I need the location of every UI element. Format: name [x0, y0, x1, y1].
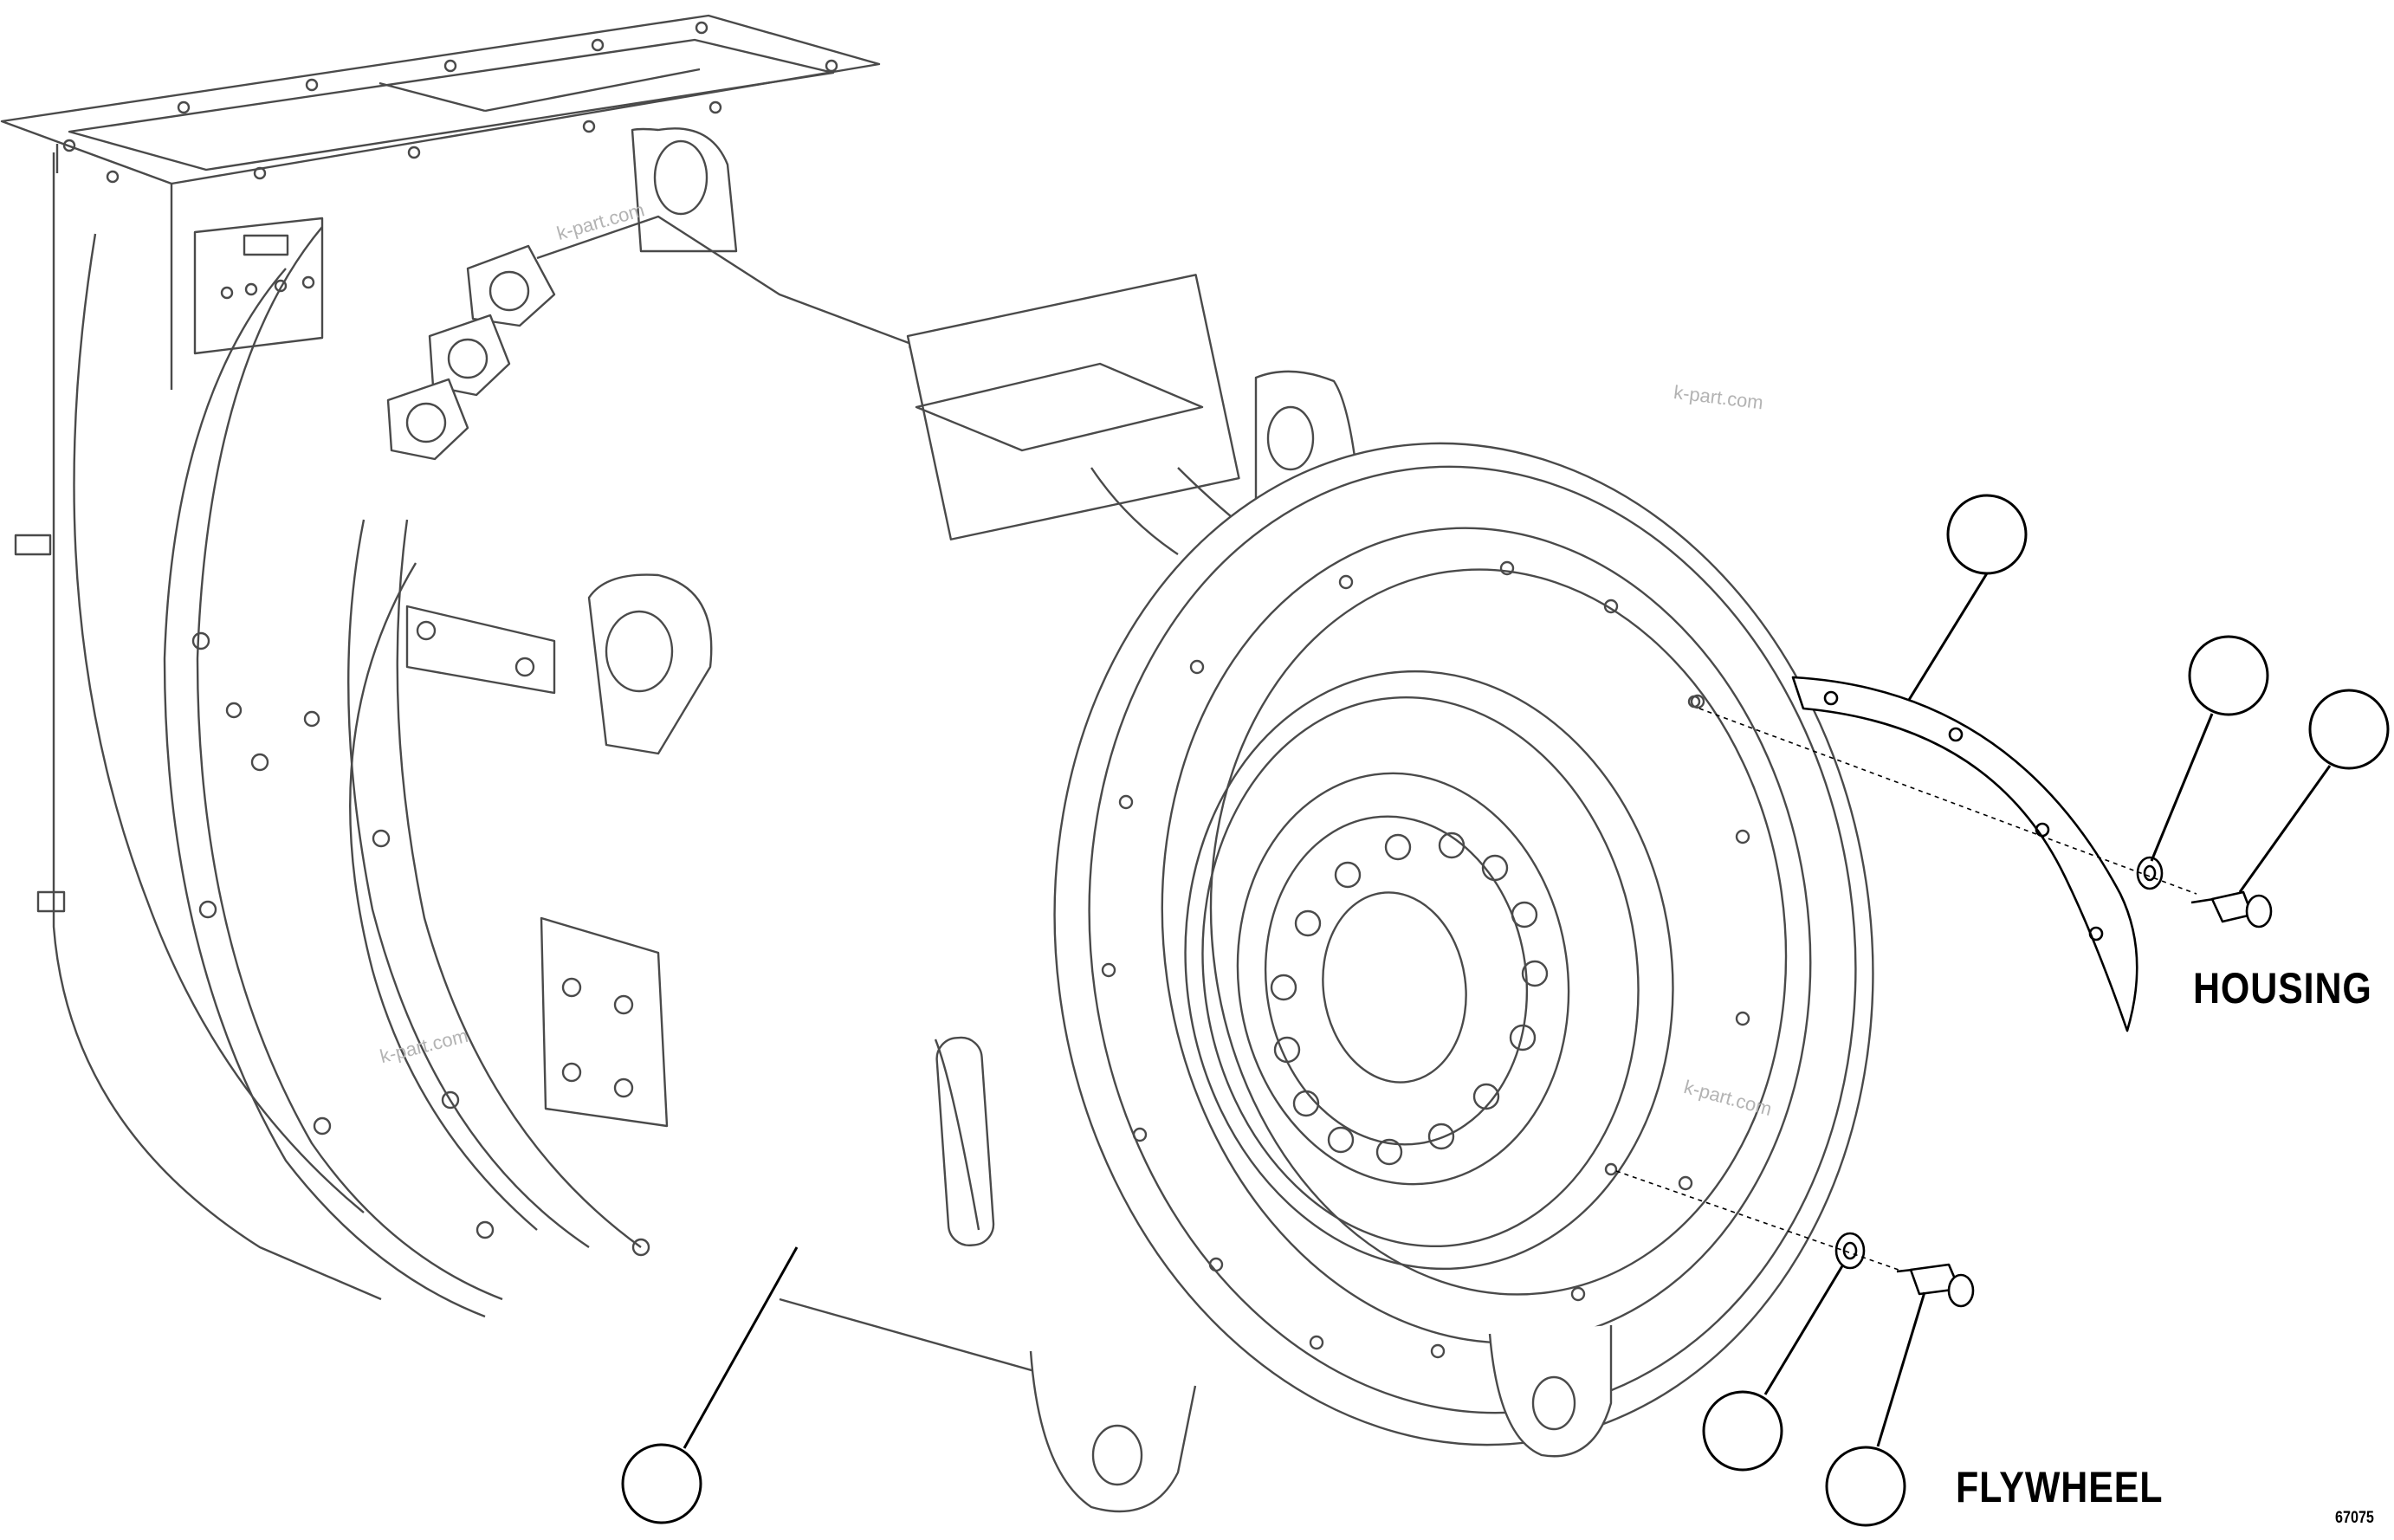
- callout-flywheel-washer[interactable]: [1702, 1264, 1845, 1472]
- callout-generator[interactable]: [621, 1246, 799, 1524]
- callout-flywheel-bolt[interactable]: [1825, 1291, 1926, 1527]
- flywheel-washer: [1834, 1232, 1866, 1270]
- lifting-eye-top: [631, 127, 738, 253]
- main-stator-body: [225, 215, 1257, 1396]
- rear-frame-ring: [163, 226, 650, 1318]
- flywheel-alignment-line: [1615, 1170, 1899, 1271]
- rear-fan-housing: [14, 152, 382, 1301]
- housing-washer: [2136, 856, 2164, 890]
- callout-balloons: [621, 494, 2390, 1527]
- top-adapter-flange: [0, 14, 881, 185]
- mounting-feet: [1029, 1325, 1613, 1513]
- figure-code: 67075: [2335, 1509, 2374, 1527]
- flywheel-label: FLYWHEEL: [1956, 1463, 2164, 1511]
- hub-bolts: [1270, 831, 1549, 1166]
- housing-label: HOUSING: [2193, 964, 2372, 1013]
- lifting-eye-front: [587, 573, 713, 755]
- callout-strip[interactable]: [1907, 494, 2028, 701]
- generator-body: [0, 14, 1874, 1513]
- exploded-parts: [1615, 676, 2273, 1308]
- callout-housing-washer[interactable]: [2150, 635, 2269, 862]
- flywheel-bolt: [1896, 1263, 1975, 1308]
- callout-housing-bolt[interactable]: [2238, 689, 2390, 893]
- housing-alignment-line: [1698, 708, 2197, 895]
- housing-bolt: [2190, 890, 2273, 929]
- front-flange: [1053, 442, 1874, 1446]
- cable-glands: [386, 244, 556, 461]
